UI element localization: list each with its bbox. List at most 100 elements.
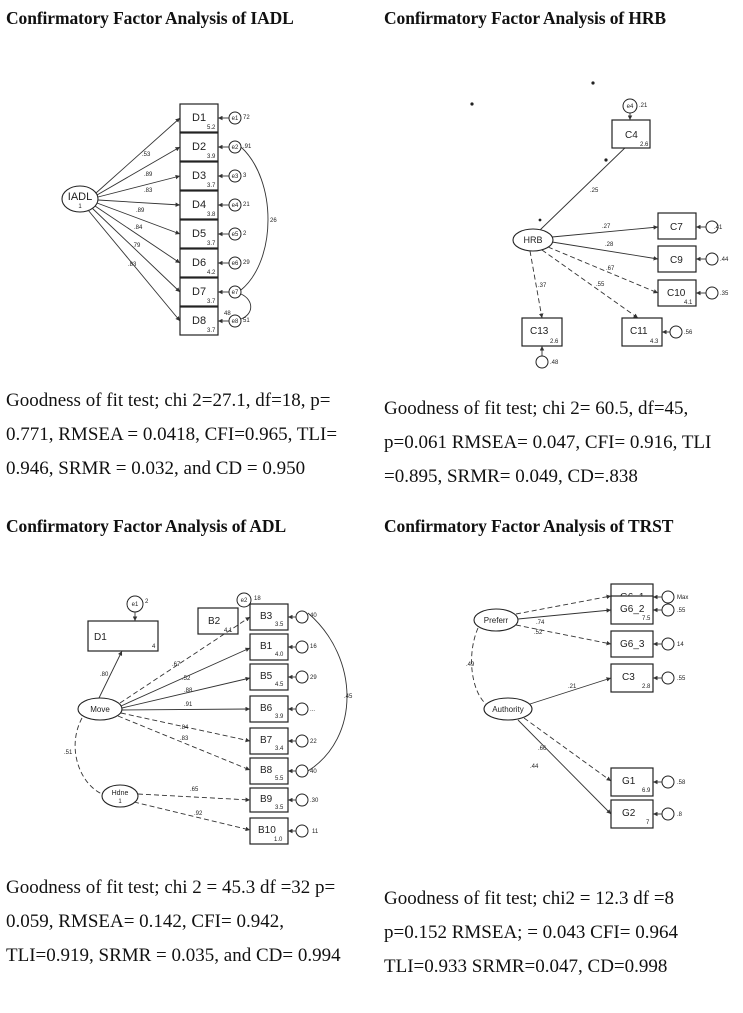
iadl-e5: e5 <box>232 232 239 238</box>
adl-e3-val: 40 <box>310 613 317 619</box>
adl-row-b9: .65 B9 3.5 .30 <box>137 787 319 813</box>
adl-row-b6: .91 B6 3.9 ... <box>121 695 315 723</box>
trst-c3-label: C3 <box>622 672 635 683</box>
hrb-panel-title: Confirmatory Factor Analysis of HRB <box>384 8 666 28</box>
iadl-d1-sub: 5.2 <box>207 125 216 131</box>
adl-cov-2: .45 <box>344 694 353 700</box>
trst-g2-sub: 7 <box>646 820 650 826</box>
hrb-coef-c9: .28 <box>605 242 614 248</box>
adl-panel-title: Confirmatory Factor Analysis of ADL <box>6 516 287 536</box>
trst-latent-authority-label: Authority <box>492 705 524 714</box>
trst-e3-val: 14 <box>677 642 684 648</box>
iadl-d1-label: D1 <box>192 112 206 124</box>
hrb-row-c13: .37 C13 2.6 .48 <box>521 250 563 369</box>
iadl-d2-sub: 3.9 <box>207 154 216 160</box>
trst-e1-val: Max <box>677 595 688 601</box>
adl-b7-sub: 3.4 <box>275 746 284 752</box>
hrb-latent <box>512 228 554 252</box>
iadl-cov-arc-2 <box>240 293 252 320</box>
hrb-row-c7: .27 C7 .41 <box>551 212 723 240</box>
hrb-coef-c11: .55 <box>596 282 605 288</box>
iadl-d7-label: D7 <box>192 286 206 298</box>
hrb-coef-c4: .25 <box>590 188 599 194</box>
iadl-e3-val: 3 <box>243 173 247 179</box>
iadl-coef-2: .89 <box>144 172 153 178</box>
iadl-e8: e8 <box>232 319 239 325</box>
trst-row-g62: .74 G6_2 7.5 .55 <box>517 595 686 626</box>
trst-g1-label: G1 <box>622 776 636 787</box>
hrb-c11-sub: 4.3 <box>650 339 659 345</box>
iadl-row-d3: D3 3.7 e3 3 .83 <box>97 161 247 198</box>
adl-e1: e1 <box>132 602 139 608</box>
iadl-fit-text: Goodness of fit test; chi 2=27.1, df=18,… <box>6 390 338 479</box>
adl-d1-sub: 4 <box>152 644 156 650</box>
adl-row-b1: .52 B1 4.0 16 <box>120 633 317 707</box>
iadl-row-d1: D1 5.2 e1 72 .53 <box>95 103 250 194</box>
iadl-e2: e2 <box>232 145 239 151</box>
adl-coef-b7: .84 <box>180 725 189 731</box>
iadl-e6-val: 29 <box>243 260 250 266</box>
hrb-c9-label: C9 <box>670 255 683 266</box>
adl-row-b2: B2 4.1 e2 18 <box>197 592 261 635</box>
trst-row-g1: .66 G1 6.9 .58 <box>523 717 686 797</box>
adl-b6-label: B6 <box>260 703 273 714</box>
trst-coef-g62: .74 <box>536 620 545 626</box>
hrb-c7-label: C7 <box>670 222 683 233</box>
adl-row-b7: .84 B7 3.4 22 <box>120 712 317 755</box>
trst-e4-val: .55 <box>677 676 686 682</box>
adl-path-diagram: e1 2 D1 4 .80 B2 4.1 e2 18 Move Hdne 1 .… <box>64 592 353 845</box>
adl-b2-label: B2 <box>208 616 221 627</box>
iadl-coef-6: .79 <box>132 243 141 249</box>
trst-latent-preferr-label: Preferr <box>484 616 509 625</box>
iadl-d6-label: D6 <box>192 257 206 269</box>
hrb-noise-dot-2 <box>591 81 595 85</box>
iadl-row-d6: D6 4.2 e6 29 .79 <box>94 205 250 278</box>
adl-b5-sub: 4.5 <box>275 682 284 688</box>
adl-coef-b3: .67 <box>172 662 181 668</box>
trst-g62-sub: 7.5 <box>642 616 651 622</box>
adl-cov-1: .51 <box>64 750 73 756</box>
adl-b8-label: B8 <box>260 765 273 776</box>
trst-path-diagram: Preferr Authority .49 G6_1 16 Max .74 G6… <box>466 583 688 829</box>
iadl-d8-sub: 3.7 <box>207 328 216 334</box>
adl-b5-label: B5 <box>260 671 273 682</box>
trst-row-g2: .44 G2 7 .8 <box>517 719 683 829</box>
adl-b8-sub: 5.5 <box>275 776 284 782</box>
adl-cov-arc <box>307 612 348 772</box>
adl-b1-label: B1 <box>260 641 273 652</box>
iadl-d7-sub: 3.7 <box>207 299 216 305</box>
iadl-row-d7: D7 3.7 e7 .83 <box>91 207 242 307</box>
iadl-row-d5: D5 3.7 e5 2 .84 <box>96 202 247 249</box>
adl-b3-sub: 3.5 <box>275 622 284 628</box>
adl-row-b10: .92 B10 1.0 11 <box>133 801 319 845</box>
hrb-noise-dot-4 <box>538 218 542 222</box>
iadl-e5-val: 2 <box>243 231 247 237</box>
adl-e10-val: 11 <box>312 829 319 835</box>
adl-fit-text: Goodness of fit test; chi 2 = 45.3 df =3… <box>6 877 341 966</box>
adl-b1-sub: 4.0 <box>275 652 284 658</box>
iadl-e1: e1 <box>232 116 239 122</box>
iadl-cov-2: 48 <box>224 311 231 317</box>
adl-e4-val: 16 <box>310 644 317 650</box>
iadl-panel-title: Confirmatory Factor Analysis of IADL <box>6 8 294 28</box>
iadl-cov-1: 26 <box>270 218 277 224</box>
adl-b10-label: B10 <box>258 825 276 836</box>
adl-row-b5: .88 B5 4.5 29 <box>121 663 317 709</box>
iadl-d4-label: D4 <box>192 199 206 211</box>
iadl-path-diagram: IADL 1 D1 5.2 e1 72 .53 D2 3.9 e2 .91 .8… <box>61 103 277 336</box>
trst-row-c3: .21 C3 2.8 .55 <box>529 663 686 705</box>
trst-g62-label: G6_2 <box>620 604 645 615</box>
trst-cov-1: .49 <box>466 662 475 668</box>
hrb-e9-val: .44 <box>720 257 729 263</box>
adl-coef-b8: .83 <box>180 736 189 742</box>
hrb-e11-val: .56 <box>684 330 693 336</box>
hrb-e4: e4 <box>627 104 634 110</box>
iadl-coef-7: .83 <box>128 262 137 268</box>
adl-row-d1: e1 2 D1 4 .80 <box>87 595 159 701</box>
adl-latent-move-label: Move <box>90 705 110 714</box>
trst-coef-g1: .66 <box>538 746 547 752</box>
adl-b10-sub: 1.0 <box>274 837 283 843</box>
hrb-c11-label: C11 <box>630 326 648 337</box>
iadl-d3-label: D3 <box>192 170 206 182</box>
hrb-coef-c10: .67 <box>606 266 615 272</box>
